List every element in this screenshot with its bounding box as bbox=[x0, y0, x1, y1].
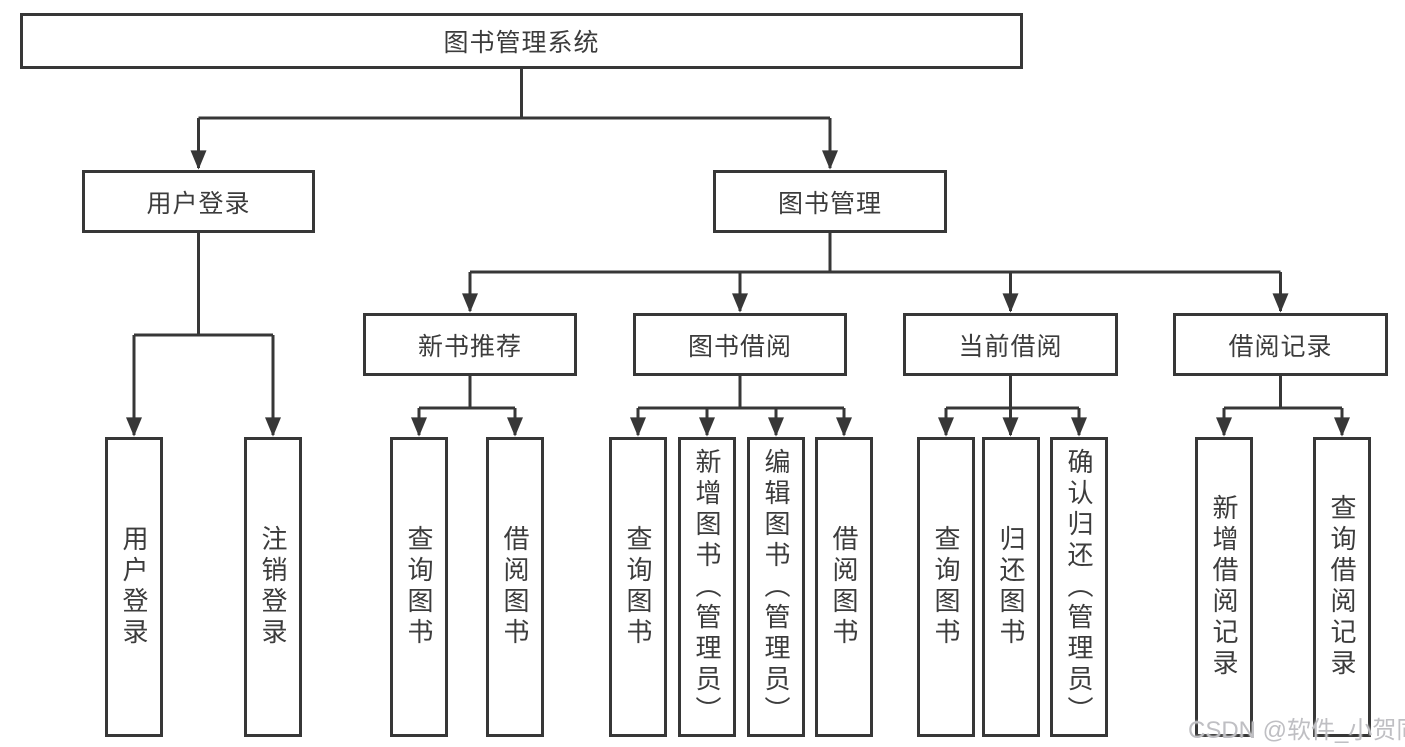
node-borrow-records: 借阅记录 bbox=[1173, 313, 1388, 376]
node-user-login: 用户登录 bbox=[82, 170, 315, 233]
node-book-borrow: 图书借阅 bbox=[633, 313, 847, 376]
node-root-library-system: 图书管理系统 bbox=[20, 13, 1023, 69]
leaf-query-books-borrow: 查询图书 bbox=[609, 437, 667, 737]
node-current-borrow: 当前借阅 bbox=[903, 313, 1118, 376]
watermark: CSDN @软件_小贺同学 bbox=[1188, 717, 1405, 744]
leaf-user-login: 用户登录 bbox=[105, 437, 163, 737]
leaf-logout: 注销登录 bbox=[244, 437, 302, 737]
leaf-confirm-return-admin: 确认归还（管理员） bbox=[1050, 437, 1108, 737]
node-new-book-recommend: 新书推荐 bbox=[363, 313, 577, 376]
leaf-query-borrow-record: 查询借阅记录 bbox=[1313, 437, 1371, 737]
leaf-query-books-current: 查询图书 bbox=[917, 437, 975, 737]
leaf-add-books-admin: 新增图书（管理员） bbox=[678, 437, 736, 737]
leaf-borrow-books: 借阅图书 bbox=[815, 437, 873, 737]
leaf-return-books: 归还图书 bbox=[982, 437, 1040, 737]
leaf-edit-books-admin: 编辑图书（管理员） bbox=[747, 437, 805, 737]
leaf-borrow-books-recommend: 借阅图书 bbox=[486, 437, 544, 737]
leaf-query-books-recommend: 查询图书 bbox=[390, 437, 448, 737]
node-book-management: 图书管理 bbox=[713, 170, 947, 233]
leaf-add-borrow-record: 新增借阅记录 bbox=[1195, 437, 1253, 737]
